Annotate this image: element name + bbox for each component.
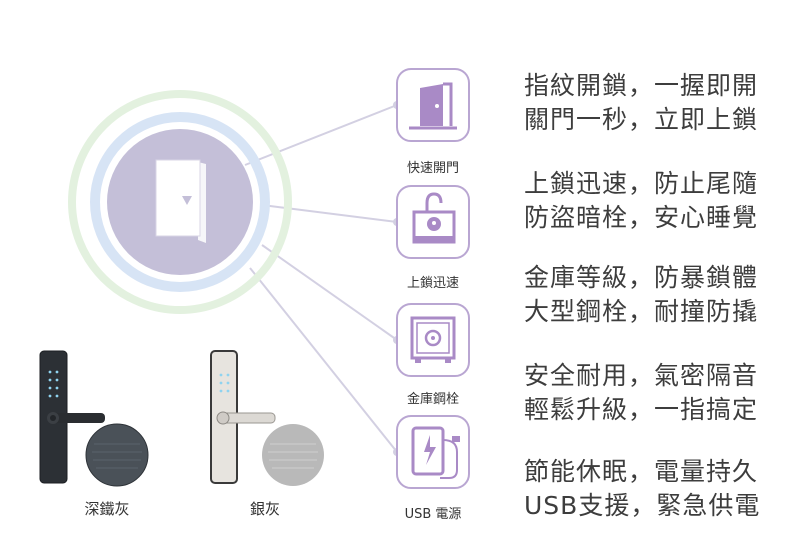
description-line: 大型鋼栓，耐撞防撬 [524, 297, 759, 326]
connector-line-3 [261, 244, 398, 341]
product-silver-grey-lock [210, 350, 324, 486]
product-name-dark-grey: 深鐵灰 [84, 500, 130, 518]
feature-label-4: USB 電源 [404, 507, 462, 522]
product-name-silver-grey: 銀灰 [249, 500, 280, 518]
description-line: 節能休眠，電量持久 [524, 457, 759, 486]
description-block-3: 金庫等級，防暴鎖體 大型鋼栓，耐撞防撬 [524, 261, 758, 329]
description-line: 輕鬆升級，一指搞定 [524, 395, 759, 424]
description-line: USB支援，緊急供電 [524, 491, 761, 520]
power-bank-icon [411, 426, 460, 479]
description-line: 金庫等級，防暴鎖體 [524, 263, 759, 292]
door-open-icon [409, 82, 457, 130]
description-line: 指紋開鎖，一握即開 [524, 71, 759, 100]
feature-icon-box-4 [396, 415, 470, 489]
product-dark-grey-lock [39, 350, 149, 487]
padlock-icon [412, 192, 456, 244]
safe-icon [410, 316, 456, 363]
feature-label-2: 上鎖迅速 [406, 276, 459, 291]
door-hub-icon [155, 159, 206, 243]
description-block-1: 指紋開鎖，一握即開 關門一秒，立即上鎖 [524, 69, 758, 137]
feature-icon-box-1 [396, 68, 470, 142]
feature-label-1: 快速開門 [406, 161, 459, 176]
description-block-4: 安全耐用，氣密隔音 輕鬆升級，一指搞定 [524, 359, 758, 427]
connector-line-2 [261, 204, 398, 223]
feature-icon-box-2 [396, 185, 470, 259]
description-line: 安全耐用，氣密隔音 [524, 361, 759, 390]
description-line: 防盜暗栓，安心睡覺 [524, 203, 759, 232]
feature-icon-box-3 [396, 303, 470, 377]
connector-line-1 [244, 104, 398, 166]
description-line: 關門一秒，立即上鎖 [524, 105, 759, 134]
connector-line-4 [249, 267, 398, 453]
description-block-2: 上鎖迅速，防止尾隨 防盜暗栓，安心睡覺 [524, 167, 758, 235]
description-line: 上鎖迅速，防止尾隨 [524, 169, 759, 198]
connector-lines [244, 104, 398, 453]
feature-label-3: 金庫鋼栓 [406, 392, 459, 407]
description-block-5: 節能休眠，電量持久 USB支援，緊急供電 [524, 455, 760, 523]
